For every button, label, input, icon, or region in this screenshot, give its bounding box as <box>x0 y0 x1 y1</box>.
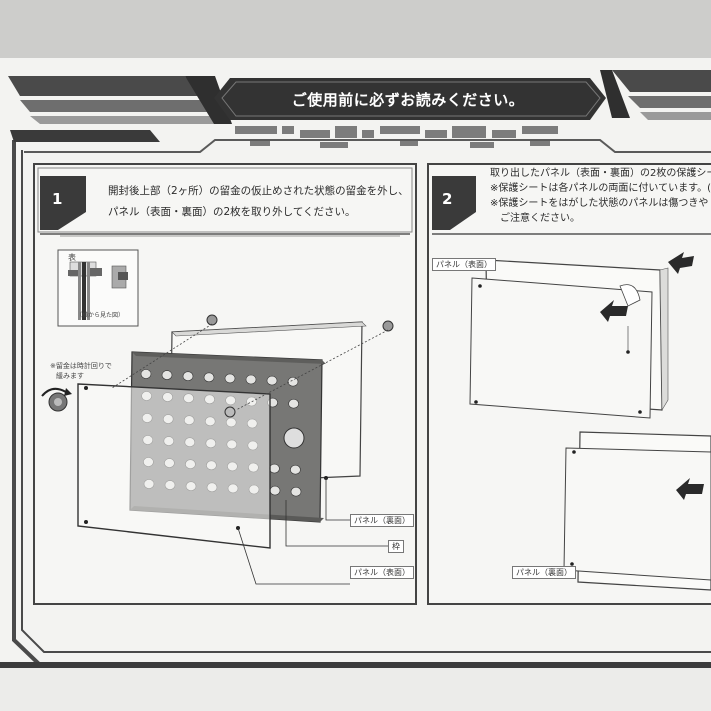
bottom-band <box>0 662 711 668</box>
step2-instruction-line3: ※保護シートをはがした状態のパネルは傷つきや <box>490 198 709 209</box>
step1-instruction-line2: パネル（表面・裏面）の2枚を取り外してください。 <box>108 206 356 218</box>
label-leader-lines <box>237 478 388 585</box>
frame-hole <box>290 486 302 497</box>
step2-panel-upper <box>469 259 669 419</box>
header-wings-right <box>600 70 711 120</box>
step1-number: 1 <box>52 190 63 208</box>
page-title: ご使用前に必ずお読みください。 <box>291 91 525 109</box>
label-panel-back: パネル（裏面） <box>350 514 414 527</box>
step1-number-badge <box>40 176 86 230</box>
step2-label-panel-front: パネル（表面） <box>432 258 496 271</box>
frame-hole <box>287 376 299 387</box>
side-view-inset <box>57 249 139 327</box>
frame-hole <box>140 369 152 379</box>
step2-label-panel-back: パネル（裏面） <box>512 566 576 579</box>
panel-front-illustration <box>77 383 271 549</box>
step2-instruction-line2: ※保護シートは各パネルの両面に付いています。( <box>490 183 711 194</box>
label-frame: 枠 <box>388 540 404 553</box>
inset-label-front: 表 <box>68 253 76 262</box>
frame-hole <box>288 398 299 409</box>
frame-hole <box>203 372 215 383</box>
step2-number-badge <box>432 176 476 230</box>
frame-hole <box>161 370 173 380</box>
header-title-bar <box>214 78 606 120</box>
frame-hole <box>266 375 278 386</box>
step2-panel-lower <box>563 431 711 591</box>
step1-instruction-line1: 開封後上部（2ヶ所）の留金の仮止めされた状態の留金を外し、 <box>108 185 409 197</box>
frame-hole <box>182 371 194 382</box>
frame-hole <box>269 463 280 474</box>
peel-arrow-icons <box>600 252 704 500</box>
header-wings-left <box>8 76 232 142</box>
step2-number: 2 <box>442 190 453 208</box>
clasp-rotation-icon <box>41 387 72 412</box>
side-note-line1: ※留金は時計回りで <box>50 362 112 370</box>
label-panel-front: パネル（表面） <box>350 566 414 579</box>
header-pixel-pattern <box>235 126 558 148</box>
clasp-guide-lines <box>111 323 389 411</box>
frame-hole <box>245 374 257 385</box>
frame-hole <box>269 485 281 496</box>
side-note-line2: 緩みます <box>56 372 84 380</box>
frame-hole <box>290 464 301 475</box>
inset-caption: （横から見た図） <box>76 312 125 319</box>
step2-instruction-line4: ご注意ください。 <box>500 213 580 224</box>
frame-hole <box>224 373 236 384</box>
step2-instruction-line1: 取り出したパネル（表面・裏面）の2枚の保護シート <box>490 168 711 179</box>
